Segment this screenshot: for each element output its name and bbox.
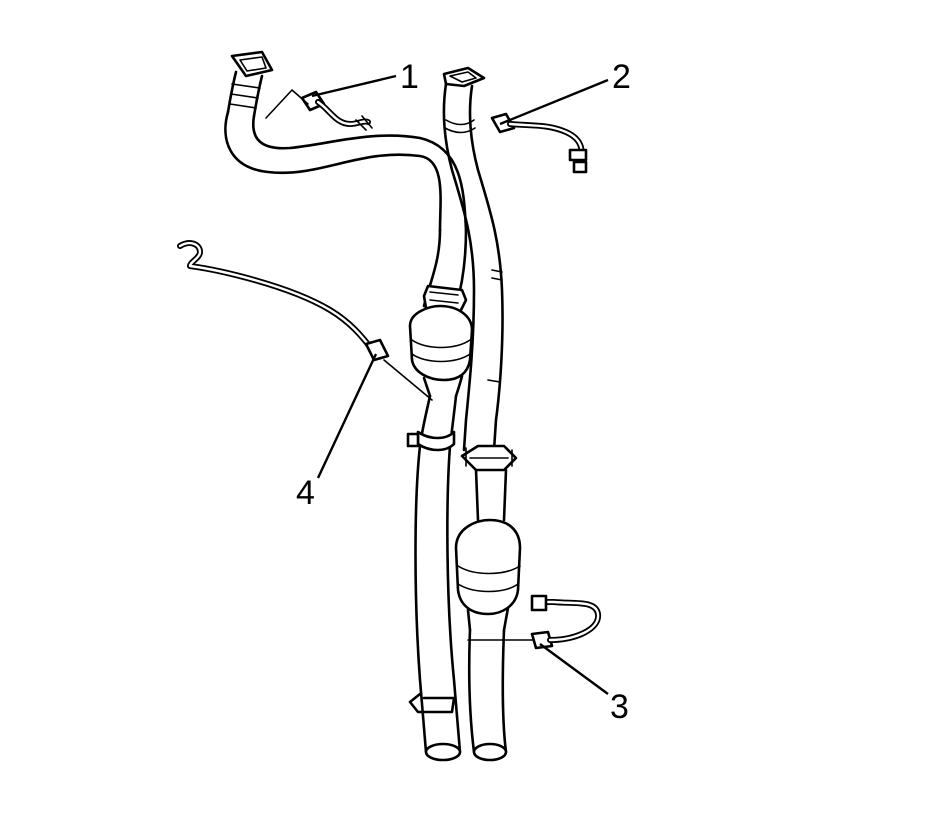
oxygen-sensor-4 — [177, 240, 433, 401]
oxygen-sensor-2 — [490, 112, 588, 174]
left-exhaust-pipe — [224, 50, 468, 308]
catalytic-converter-front — [408, 304, 474, 398]
right-tail-pipe — [467, 628, 508, 762]
right-downstream-pipe — [460, 444, 518, 522]
leader-3 — [539, 643, 609, 695]
callout-2: 2 — [612, 58, 631, 96]
callout-1: 1 — [400, 58, 419, 96]
leader-1 — [311, 74, 397, 98]
callout-leaders — [311, 74, 609, 695]
catalytic-converter-rear — [454, 518, 522, 632]
oxygen-sensor-3 — [503, 594, 601, 650]
callout-3: 3 — [610, 688, 629, 726]
callout-4: 4 — [296, 474, 315, 512]
leader-2 — [499, 78, 609, 126]
leader-4 — [316, 353, 378, 479]
callout-labels: 1 2 3 4 — [296, 58, 631, 726]
left-intermediate-pipe — [406, 394, 462, 762]
oxygen-sensor-1 — [265, 89, 373, 131]
right-exhaust-pipe — [442, 66, 504, 452]
